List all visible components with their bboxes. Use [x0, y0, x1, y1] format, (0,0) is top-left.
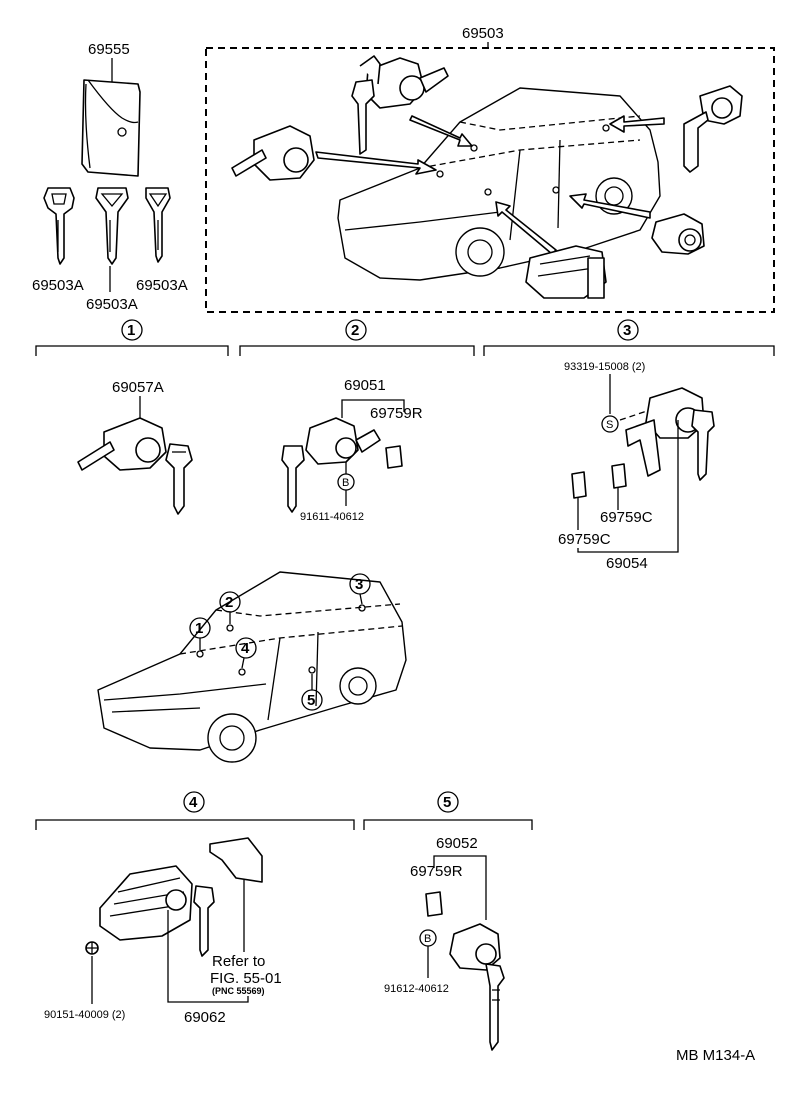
svg-text:2: 2 — [351, 322, 359, 339]
svg-text:B: B — [424, 933, 431, 945]
label-69503A-left: 69503A — [32, 277, 84, 294]
svg-text:4: 4 — [241, 640, 250, 657]
section-callout-3: 3 — [617, 319, 639, 341]
svg-text:3: 3 — [623, 322, 631, 339]
section-callout-1: 1 — [121, 319, 143, 341]
label-69555: 69555 — [88, 41, 130, 58]
car-callout-1: 1 — [189, 617, 211, 650]
lock-cylinder-icon — [449, 923, 505, 1051]
label-69503A-right: 69503A — [136, 277, 188, 294]
car-callout-4: 4 — [235, 637, 257, 669]
svg-text:4: 4 — [189, 794, 198, 811]
clip-icon — [571, 471, 587, 499]
cover-icon — [209, 837, 263, 883]
lock-cylinder-icon — [651, 213, 705, 255]
svg-text:1: 1 — [127, 322, 135, 339]
glove-box-lock-icon — [99, 865, 215, 957]
lock-cylinder-icon — [625, 387, 715, 481]
svg-text:1: 1 — [195, 620, 203, 637]
car-callout-3: 3 — [349, 573, 371, 605]
svg-text:5: 5 — [443, 794, 451, 811]
lock-cylinder-icon — [77, 417, 193, 515]
clip-icon — [425, 891, 443, 917]
lock-cylinder-icon — [683, 85, 743, 173]
set-group-box — [205, 47, 775, 313]
key-icon — [95, 187, 129, 265]
label-69057A: 69057A — [112, 379, 164, 396]
svg-text:5: 5 — [307, 692, 315, 709]
clip-icon — [611, 463, 627, 489]
label-69759R-section5: 69759R — [410, 863, 463, 880]
label-69503: 69503 — [462, 25, 504, 42]
label-91611-40612: 91611-40612 — [300, 511, 364, 523]
lock-cylinder-icon — [231, 125, 315, 181]
diagram-code: MB M134-A — [676, 1047, 755, 1064]
bolt-b-symbol: B — [337, 473, 355, 491]
screw-icon — [85, 941, 99, 955]
card-key-case-icon — [81, 79, 141, 177]
label-69062: 69062 — [184, 1009, 226, 1026]
label-69759C-right: 69759C — [600, 509, 653, 526]
label-pnc-ref: (PNC 55569) — [212, 986, 265, 996]
label-69052: 69052 — [436, 835, 478, 852]
section-callout-4: 4 — [183, 791, 205, 813]
vehicle-outline-icon — [337, 87, 661, 281]
key-icon — [43, 187, 75, 265]
label-refer-to: Refer to — [212, 953, 265, 970]
label-90151-40009: 90151-40009 (2) — [44, 1009, 125, 1021]
svg-text:3: 3 — [355, 576, 363, 593]
svg-text:S: S — [606, 419, 613, 431]
label-93319-15008: 93319-15008 (2) — [564, 361, 645, 373]
label-91612-40612: 91612-40612 — [384, 983, 449, 995]
label-69054: 69054 — [606, 555, 648, 572]
lock-cylinder-icon — [281, 417, 381, 513]
label-69503A-mid: 69503A — [86, 296, 138, 313]
label-69759R-section2: 69759R — [370, 405, 423, 422]
key-icon — [145, 187, 171, 263]
svg-text:2: 2 — [225, 594, 233, 611]
label-69051: 69051 — [344, 377, 386, 394]
section-callout-2: 2 — [345, 319, 367, 341]
car-callout-5: 5 — [301, 674, 323, 711]
svg-text:B: B — [342, 477, 349, 489]
section-callout-5: 5 — [437, 791, 459, 813]
bolt-b-symbol: B — [419, 929, 437, 947]
clip-icon — [385, 445, 403, 469]
lock-cylinder-icon — [525, 245, 607, 299]
label-69759C-left: 69759C — [558, 531, 611, 548]
vehicle-outline-icon — [97, 571, 407, 763]
screw-s-symbol: S — [601, 415, 619, 433]
lock-cylinder-icon — [351, 55, 449, 155]
car-callout-2: 2 — [219, 591, 241, 624]
label-fig-ref: FIG. 55-01 — [210, 970, 282, 987]
